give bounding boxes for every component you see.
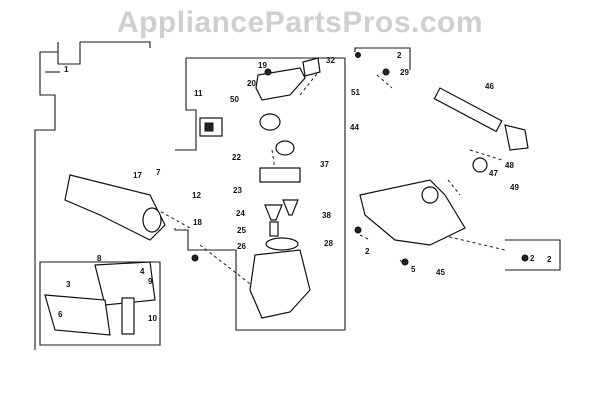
left-lower-box (39, 261, 161, 346)
label: 25 (237, 226, 246, 235)
label: 51 (351, 88, 360, 97)
screw-2 (354, 226, 362, 234)
fitting-48 (504, 124, 529, 151)
label: 7 (156, 168, 161, 177)
valve-plate-23 (259, 167, 301, 183)
label: 47 (489, 169, 498, 178)
screw-2 (521, 254, 529, 262)
label: 29 (400, 68, 409, 77)
screw-2 (382, 68, 390, 76)
label: 26 (237, 242, 246, 251)
upper-bracket (255, 67, 306, 101)
bracket-hole (421, 186, 439, 204)
label: 2 (547, 255, 552, 264)
outer-boundary-line (34, 41, 411, 350)
coil-22 (259, 113, 281, 131)
label: 38 (322, 211, 331, 220)
label: 28 (324, 239, 333, 248)
burner-tube-12 (64, 174, 166, 241)
gasket-26 (265, 237, 299, 251)
label: 12 (192, 191, 201, 200)
label: 22 (232, 153, 241, 162)
label: 8 (97, 254, 102, 263)
tube-46 (433, 87, 503, 133)
coil-37 (275, 140, 295, 156)
screw-51 (355, 52, 361, 58)
label: 37 (320, 160, 329, 169)
label: 2 (530, 254, 535, 263)
diaphragm-38 (282, 199, 299, 216)
label: 2 (397, 51, 402, 60)
leader-lines (139, 69, 506, 291)
watermark-logo: AppliancePartsPros.com (116, 6, 484, 39)
right-detail-box (505, 239, 561, 271)
mounting-bracket-45 (359, 179, 466, 246)
label: 4 (140, 267, 145, 276)
label: 1 (64, 65, 69, 74)
burner-orifice (142, 207, 162, 233)
label: 44 (350, 123, 359, 132)
diaphragm-24 (264, 204, 283, 221)
label: 6 (58, 310, 63, 319)
part-labels: 1 19 20 32 2 29 51 11 50 46 44 22 37 7 1… (58, 51, 552, 323)
screw-19 (264, 68, 272, 76)
switch-terminal (204, 122, 214, 132)
label: 9 (148, 277, 153, 286)
label: 17 (133, 171, 142, 180)
label: 3 (66, 280, 71, 289)
label: 45 (436, 268, 445, 277)
label: 24 (236, 209, 245, 218)
fitting-47 (472, 157, 488, 173)
label: 19 (258, 61, 267, 70)
screw-18 (191, 254, 199, 262)
center-assembly-box (174, 57, 346, 331)
pin-25 (269, 221, 279, 237)
label: 5 (411, 265, 416, 274)
screw-5 (401, 258, 409, 266)
label: 18 (193, 218, 202, 227)
label: 10 (148, 314, 157, 323)
label: 20 (247, 79, 256, 88)
label: 46 (485, 82, 494, 91)
valve-body (249, 249, 311, 319)
igniter-10 (121, 297, 135, 335)
label: 2 (365, 247, 370, 256)
label: 11 (194, 89, 203, 98)
label: 23 (233, 186, 242, 195)
igniter-bracket-8 (94, 261, 156, 306)
label: 50 (230, 95, 239, 104)
clip-32 (302, 57, 321, 77)
label: 48 (505, 161, 514, 170)
igniter-base-3 (44, 294, 111, 336)
label: 49 (510, 183, 519, 192)
label: 32 (326, 56, 335, 65)
